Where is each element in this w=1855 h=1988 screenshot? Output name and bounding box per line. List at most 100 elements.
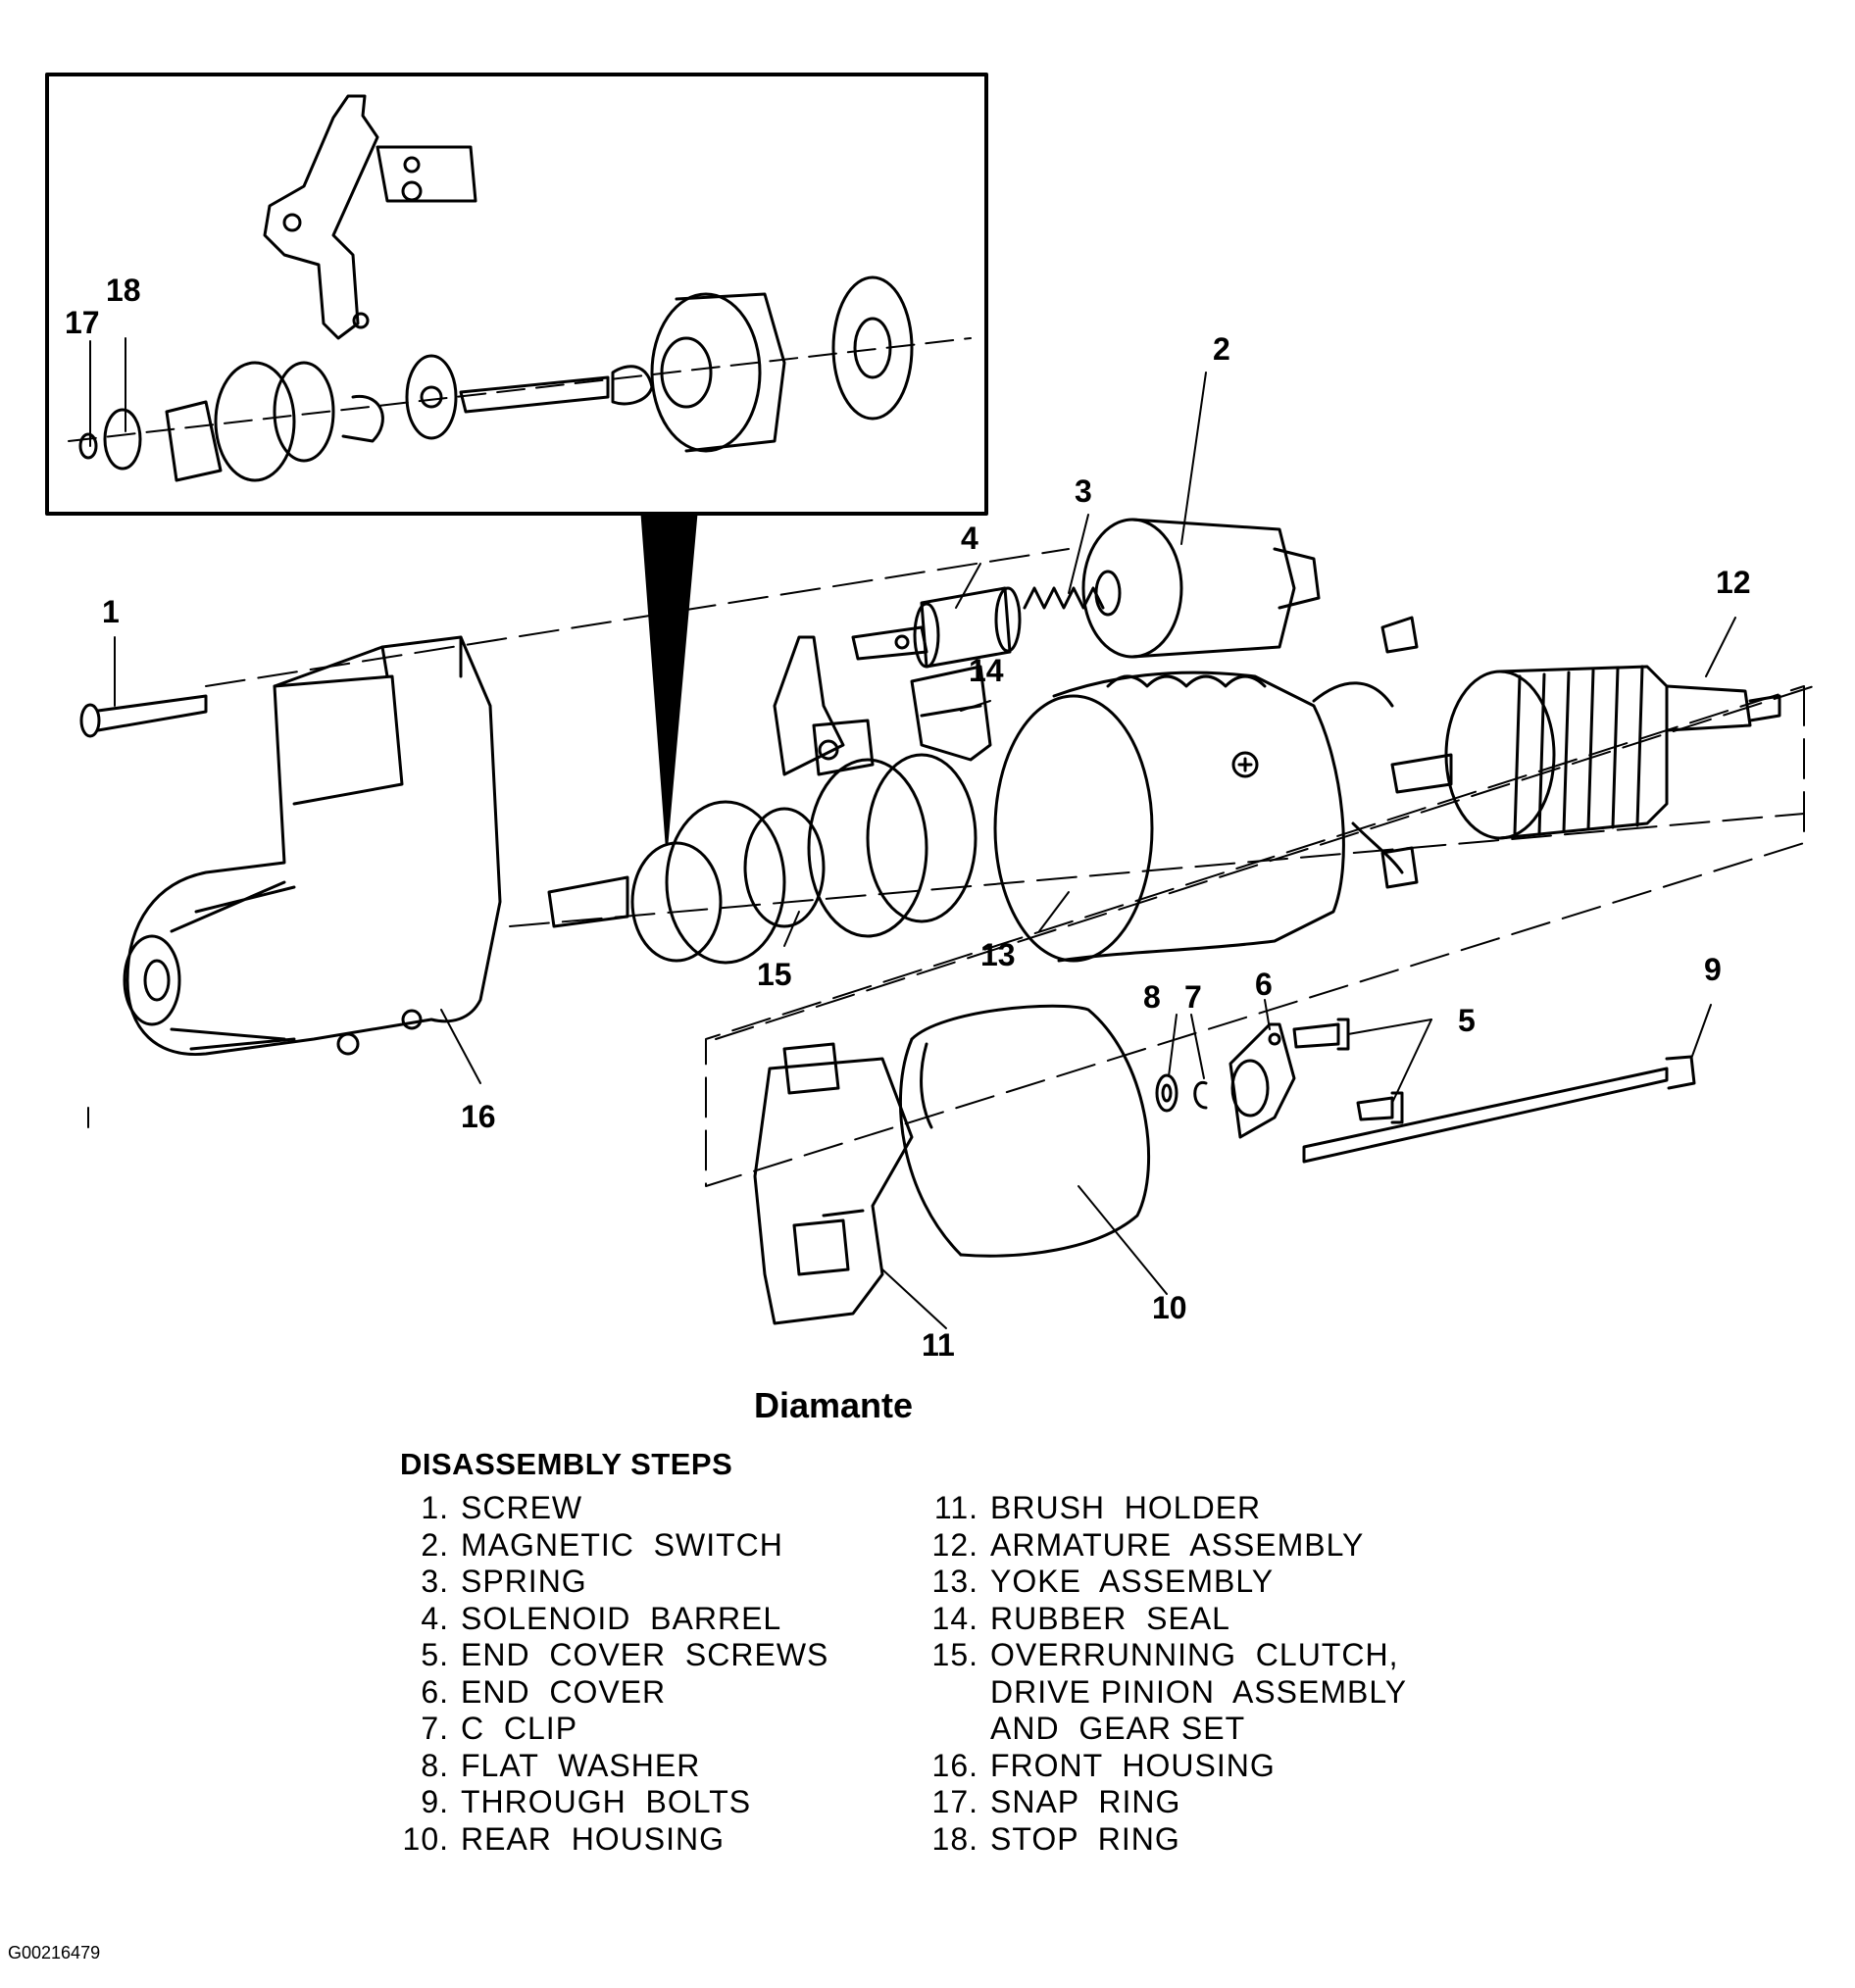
step-item: 10. REAR HOUSING xyxy=(382,1821,828,1859)
step-number: 7. xyxy=(421,1711,449,1746)
step-number: 11. xyxy=(933,1490,978,1525)
steps-list-right: 11. BRUSH HOLDER 12. ARMATURE ASSEMBLY 13.… xyxy=(912,1490,1407,1858)
step-item: 7. C CLIP xyxy=(382,1711,828,1748)
step-number: 6. xyxy=(421,1673,449,1710)
steps-list-left: 1. SCREW 2. MAGNETIC SWITCH 3. SPRING 4. SOL… xyxy=(382,1490,828,1858)
step-text: OVERRUNNING CLUTCH, xyxy=(990,1637,1399,1672)
step-text: END COVER xyxy=(461,1673,667,1710)
step-number: 16. xyxy=(931,1747,978,1783)
step-item: 11. BRUSH HOLDER xyxy=(912,1490,1407,1527)
step-text: THROUGH BOLTS xyxy=(461,1784,752,1819)
rear-housing-part xyxy=(898,1004,1151,1258)
spring-part xyxy=(1023,586,1105,610)
step-item-continued: DRIVE PINION ASSEMBLY xyxy=(912,1674,1407,1712)
step-item: 18. STOP RING xyxy=(912,1821,1407,1859)
step-item: 14. RUBBER SEAL xyxy=(912,1601,1407,1638)
step-number: 5. xyxy=(421,1637,449,1672)
step-number: 18. xyxy=(931,1820,978,1857)
step-item: 1. SCREW xyxy=(382,1490,828,1527)
through-bolt-part xyxy=(1302,1055,1696,1164)
callout-4: 4 xyxy=(961,521,978,556)
callout-14: 14 xyxy=(969,653,1004,688)
step-item: 13. YOKE ASSEMBLY xyxy=(912,1564,1407,1601)
front-housing-part xyxy=(123,635,502,1057)
step-number: 9. xyxy=(421,1784,449,1819)
inset-pointer xyxy=(640,512,698,845)
magnetic-switch-part xyxy=(1081,518,1321,659)
step-text: ARMATURE ASSEMBLY xyxy=(990,1526,1365,1563)
callout-12: 12 xyxy=(1716,565,1751,600)
armature-assembly-part xyxy=(1390,665,1781,840)
step-number: 17. xyxy=(931,1784,978,1819)
step-item: 12. ARMATURE ASSEMBLY xyxy=(912,1527,1407,1565)
step-text: STOP RING xyxy=(990,1820,1180,1857)
screw-part xyxy=(79,694,208,738)
step-text: C CLIP xyxy=(461,1711,578,1746)
callout-15: 15 xyxy=(757,957,792,992)
step-text: FRONT HOUSING xyxy=(990,1747,1276,1783)
step-item: 9. THROUGH BOLTS xyxy=(382,1784,828,1821)
step-number: 4. xyxy=(421,1600,449,1636)
yoke-assembly-part xyxy=(993,616,1419,963)
callout-6: 6 xyxy=(1255,967,1273,1002)
overrunning-clutch-part xyxy=(547,635,978,965)
callout-7: 7 xyxy=(1184,979,1202,1015)
step-item: 2. MAGNETIC SWITCH xyxy=(382,1527,828,1565)
step-item: 3. SPRING xyxy=(382,1564,828,1601)
end-cover-screw-part xyxy=(1292,1018,1350,1051)
step-text: YOKE ASSEMBLY xyxy=(990,1564,1275,1599)
step-number: 10. xyxy=(402,1820,449,1857)
step-number: 1. xyxy=(421,1490,449,1525)
diagram-title: Diamante xyxy=(753,1385,914,1425)
step-number: 8. xyxy=(421,1747,449,1783)
step-number: 2. xyxy=(421,1526,449,1563)
step-text: REAR HOUSING xyxy=(461,1820,726,1857)
callout-9: 9 xyxy=(1704,952,1722,987)
step-number: 15. xyxy=(931,1637,978,1672)
step-text: FLAT WASHER xyxy=(461,1747,701,1783)
callout-13: 13 xyxy=(980,937,1016,972)
figure-code: G00216479 xyxy=(8,1943,101,1963)
step-item-continued: AND GEAR SET xyxy=(912,1711,1407,1748)
steps-heading: DISASSEMBLY STEPS xyxy=(400,1447,733,1481)
step-item: 5. END COVER SCREWS xyxy=(382,1637,828,1674)
callout-5: 5 xyxy=(1458,1003,1476,1038)
solenoid-barrel-part xyxy=(851,586,1022,669)
callout-2: 2 xyxy=(1213,331,1230,367)
step-item: 17. SNAP RING xyxy=(912,1784,1407,1821)
step-number: 12. xyxy=(931,1526,978,1563)
callout-1: 1 xyxy=(102,594,120,629)
step-text: MAGNETIC SWITCH xyxy=(461,1526,783,1563)
callout-labels: 1 2 3 4 5 6 7 8 9 10 11 12 13 14 15 16 1… xyxy=(65,273,1751,1363)
step-text: AND GEAR SET xyxy=(990,1711,1246,1746)
step-number: 14. xyxy=(931,1600,978,1636)
step-item: 6. END COVER xyxy=(382,1674,828,1712)
step-number: 3. xyxy=(421,1564,449,1599)
step-number: 13. xyxy=(931,1564,978,1599)
inset-detail-box xyxy=(45,73,988,516)
callout-10: 10 xyxy=(1152,1290,1187,1325)
step-text: DRIVE PINION ASSEMBLY xyxy=(990,1673,1408,1710)
step-text: SPRING xyxy=(461,1564,587,1599)
c-clip-part xyxy=(1193,1081,1208,1110)
callout-8: 8 xyxy=(1143,979,1161,1015)
step-text: END COVER SCREWS xyxy=(461,1637,829,1672)
callout-11: 11 xyxy=(922,1327,955,1363)
callout-16: 16 xyxy=(461,1099,496,1134)
callout-17: 17 xyxy=(65,305,100,340)
step-text: RUBBER SEAL xyxy=(990,1600,1230,1636)
step-text: SOLENOID BARREL xyxy=(461,1600,782,1636)
brush-holder-part xyxy=(753,1042,914,1325)
callout-3: 3 xyxy=(1075,473,1092,509)
callout-18: 18 xyxy=(106,273,141,308)
step-item: 15. OVERRUNNING CLUTCH, xyxy=(912,1637,1407,1674)
step-item: 16. FRONT HOUSING xyxy=(912,1748,1407,1785)
step-item: 4. SOLENOID BARREL xyxy=(382,1601,828,1638)
step-item: 8. FLAT WASHER xyxy=(382,1748,828,1785)
flat-washer-part xyxy=(1155,1073,1178,1113)
exploded-starter-diagram: 1 2 3 4 5 6 7 8 9 10 11 12 13 14 15 16 1… xyxy=(45,73,1815,1363)
end-cover-part xyxy=(1228,1022,1296,1139)
step-text: SCREW xyxy=(461,1490,583,1525)
step-text: SNAP RING xyxy=(990,1784,1181,1819)
step-text: BRUSH HOLDER xyxy=(990,1490,1262,1525)
